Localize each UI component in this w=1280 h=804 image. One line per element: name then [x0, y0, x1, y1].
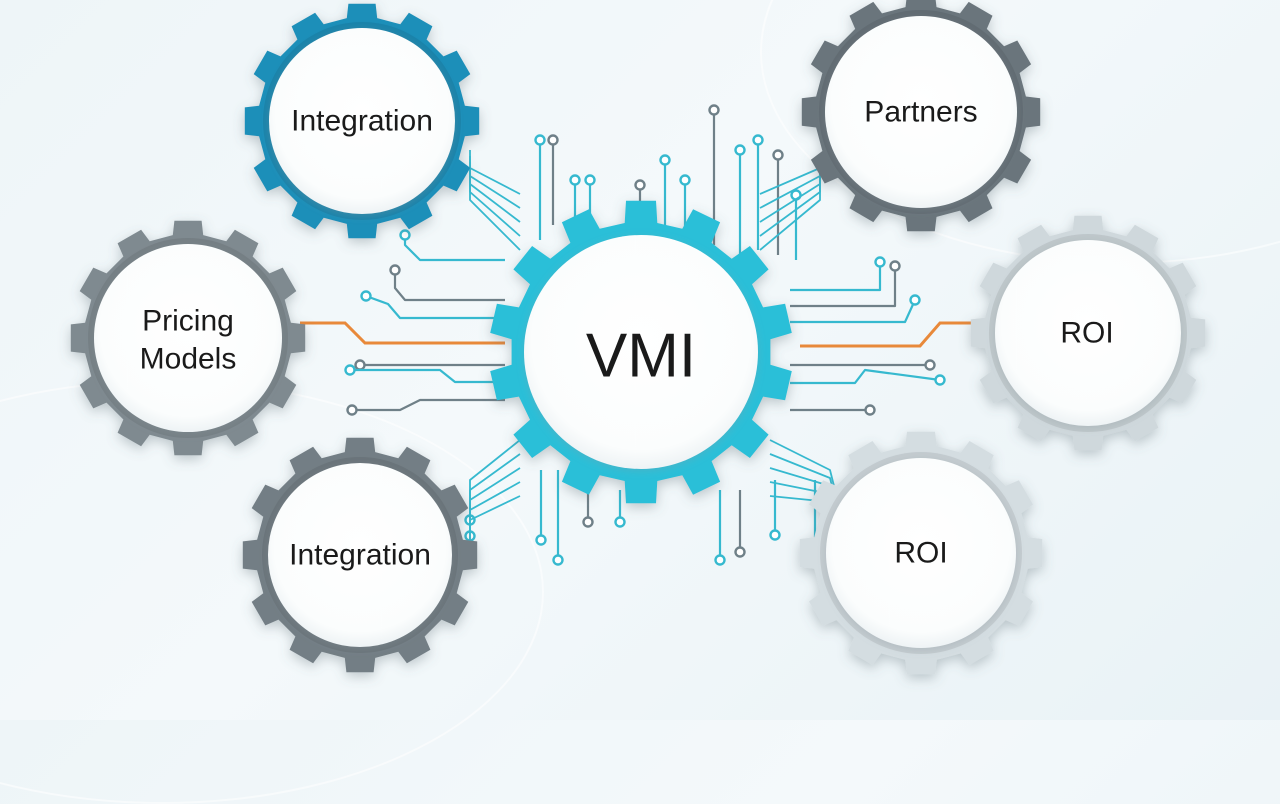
- trace-node-icon: [634, 179, 646, 191]
- gear-node-pricing-models: [70, 220, 306, 456]
- trace-node-icon: [924, 359, 936, 371]
- center-gear-vmi: [490, 200, 792, 504]
- gear-disc: [94, 244, 282, 432]
- gear-disc: [995, 240, 1181, 426]
- trace-node-icon: [769, 529, 781, 541]
- trace-node-icon: [584, 174, 596, 186]
- circuit-trace: [350, 368, 505, 384]
- trace-node-icon: [679, 174, 691, 186]
- trace-node-icon: [552, 554, 564, 566]
- circuit-trace: [759, 160, 821, 251]
- gear-node-roi-bottom: [799, 431, 1043, 675]
- circuit-trace: [403, 235, 505, 262]
- trace-node-icon: [614, 516, 626, 528]
- diagram-canvas: [70, 0, 1206, 675]
- trace-node-icon: [864, 404, 876, 416]
- connector-VMI-to-roi-right: [800, 321, 985, 348]
- circuit-trace: [393, 270, 505, 302]
- connector-lines: [300, 321, 985, 348]
- trace-node-icon: [354, 359, 366, 371]
- trace-node-icon: [344, 364, 356, 376]
- circuit-trace: [469, 150, 521, 251]
- trace-node-icon: [547, 134, 559, 146]
- trace-node-icon: [734, 546, 746, 558]
- trace-node-icon: [772, 149, 784, 161]
- trace-node-icon: [569, 174, 581, 186]
- trace-node-icon: [889, 260, 901, 272]
- trace-node-icon: [360, 290, 372, 302]
- circuit-trace: [469, 495, 521, 552]
- gear-disc: [268, 463, 452, 647]
- trace-node-icon: [734, 144, 746, 156]
- circuit-trace: [790, 262, 882, 292]
- circuit-trace: [790, 368, 941, 385]
- trace-node-icon: [389, 264, 401, 276]
- trace-node-icon: [714, 554, 726, 566]
- trace-node-icon: [874, 256, 886, 268]
- gear-disc: [269, 28, 455, 214]
- trace-node-icon: [346, 404, 358, 416]
- gear-disc: [826, 458, 1016, 648]
- trace-node-icon: [582, 516, 594, 528]
- trace-node-icon: [535, 534, 547, 546]
- gears-layer: [70, 0, 1206, 675]
- circuit-trace: [469, 467, 521, 536]
- circuit-trace: [352, 398, 505, 412]
- gear-disc: [524, 235, 758, 469]
- connector-pricing-models-to-VMI: [300, 321, 505, 345]
- trace-node-icon: [909, 294, 921, 306]
- gear-node-roi-right: [970, 215, 1206, 451]
- trace-node-icon: [752, 134, 764, 146]
- trace-node-icon: [659, 154, 671, 166]
- trace-node-icon: [934, 374, 946, 386]
- gear-node-integration-top: [244, 3, 480, 239]
- gear-node-integration-bottom: [242, 437, 478, 673]
- circuit-trace: [365, 294, 505, 320]
- trace-node-icon: [708, 104, 720, 116]
- gear-disc: [825, 16, 1017, 208]
- circuit-trace: [790, 266, 897, 308]
- circuit-trace: [790, 299, 917, 324]
- circuit-trace: [469, 481, 521, 544]
- trace-node-icon: [399, 229, 411, 241]
- trace-node-icon: [534, 134, 546, 146]
- gear-node-partners: [801, 0, 1041, 232]
